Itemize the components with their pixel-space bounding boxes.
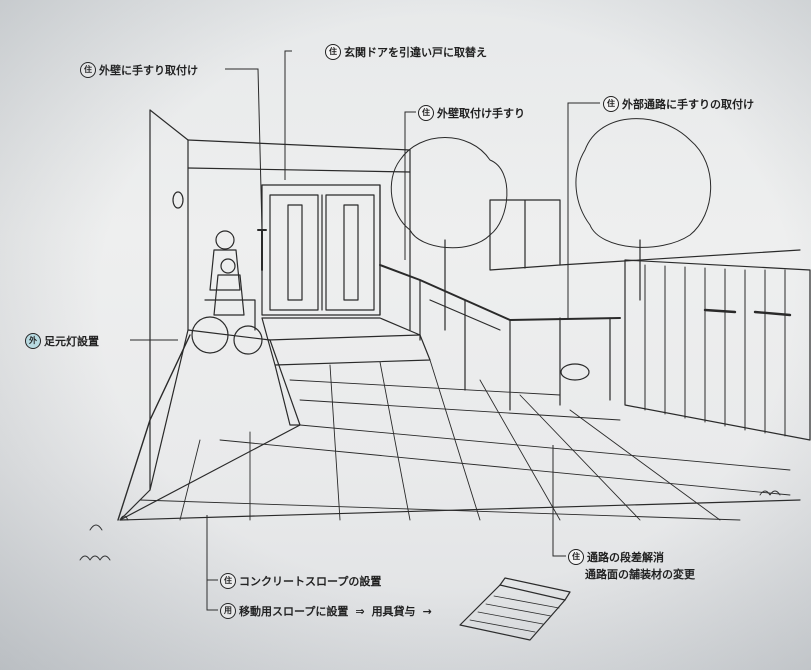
label-path-level: 住 通路の段差解消 通路面の舗装材の変更 xyxy=(568,549,695,580)
badge-house-icon: 住 xyxy=(220,573,236,589)
wheelchair-figure xyxy=(191,230,263,355)
tree-right xyxy=(575,118,712,248)
ramp-edge xyxy=(117,334,191,521)
gate xyxy=(624,259,811,441)
label-concrete-slope: 住 コンクリートスロープの設置 xyxy=(220,573,381,589)
badge-exterior-icon: 外 xyxy=(25,333,41,349)
badge-house-icon: 住 xyxy=(80,62,96,78)
left-wall xyxy=(149,109,189,491)
label-mobile-slope: 用 移動用スロープに設置 ⇒ 用具貸与 → xyxy=(220,603,432,619)
badge-house-icon: 住 xyxy=(418,105,434,121)
label-wall-handrail: 住 外壁に手すり取付け xyxy=(80,62,198,78)
tree-left xyxy=(390,137,508,249)
label-outdoor-path-handrail: 住 外部通路に手すりの取付け xyxy=(603,96,754,112)
badge-house-icon: 住 xyxy=(568,549,584,565)
right-arrow-icon: → xyxy=(422,604,432,618)
cat xyxy=(560,363,590,381)
label-wall-mounted-handrail: 住 外壁取付け手すり xyxy=(418,105,525,121)
left-wall-handrail xyxy=(257,229,267,271)
label-foot-light: 外 足元灯設置 xyxy=(25,333,99,349)
label-entrance-door: 住 玄関ドアを引違い戸に取替え xyxy=(325,44,487,60)
double-arrow-icon: ⇒ xyxy=(355,604,365,618)
entrance-door xyxy=(261,184,381,316)
mobile-ramp xyxy=(459,584,566,641)
badge-house-icon: 住 xyxy=(325,44,341,60)
porch-floor xyxy=(261,317,421,341)
badge-house-icon: 住 xyxy=(603,96,619,112)
badge-equipment-icon: 用 xyxy=(220,603,236,619)
outdoor-handrail xyxy=(379,264,621,321)
